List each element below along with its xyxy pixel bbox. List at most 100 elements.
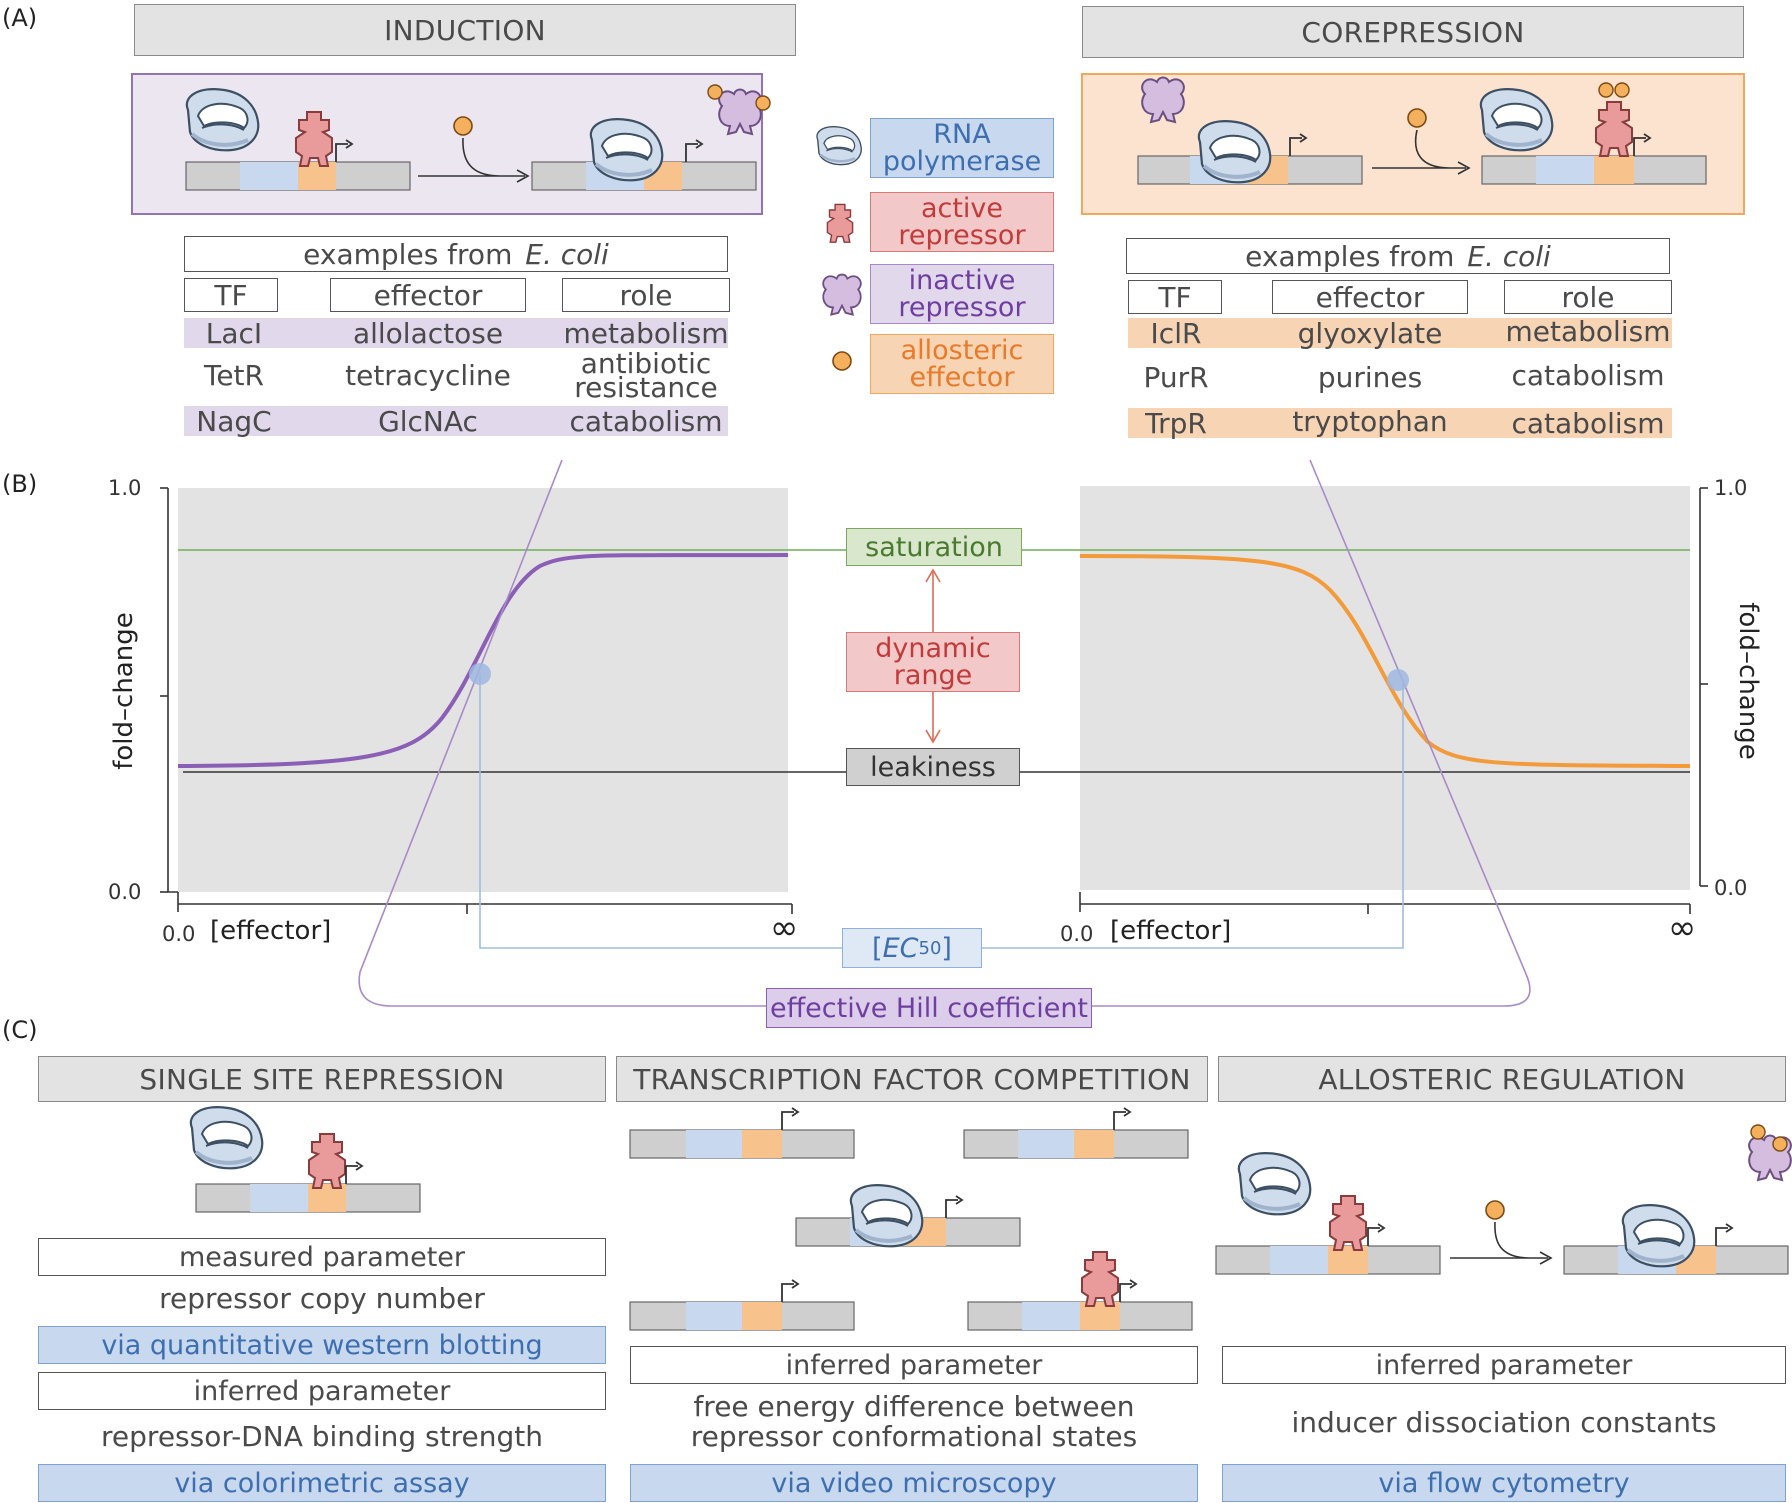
right-ytick-bottom: 0.0 bbox=[1714, 876, 1748, 900]
table-cell: TetR bbox=[203, 358, 264, 392]
saturation-label: saturation bbox=[846, 528, 1022, 566]
single-site-dna bbox=[195, 1183, 421, 1213]
effector-ball-icon bbox=[453, 116, 473, 136]
table-cell: catabolism bbox=[1511, 358, 1665, 392]
induction-row-band bbox=[184, 406, 728, 436]
left-axis bbox=[160, 487, 793, 914]
leakiness-label: leakiness bbox=[846, 748, 1020, 786]
hill-coefficient-label: effective Hill coefficient bbox=[766, 988, 1092, 1028]
induction-col-role: role bbox=[562, 278, 730, 312]
active-repressor-icon bbox=[1595, 101, 1633, 157]
table-cell: glyoxylate bbox=[1297, 316, 1443, 350]
table-cell: tryptophan bbox=[1292, 404, 1448, 438]
competition-dna-4 bbox=[629, 1301, 855, 1331]
promoter-arrow-icon bbox=[781, 1279, 799, 1303]
left-ytick-top: 1.0 bbox=[108, 476, 142, 500]
panel-b-label: (B) bbox=[2, 470, 38, 498]
inferred-parameter-method: via video microscopy bbox=[630, 1464, 1198, 1502]
promoter-arrow-icon bbox=[781, 1107, 799, 1131]
legend-effector-icon bbox=[832, 351, 852, 371]
left-x-zero: 0.0 bbox=[162, 922, 196, 946]
table-cell: antibiotic bbox=[580, 346, 712, 380]
allosteric-header: ALLOSTERIC REGULATION bbox=[1218, 1056, 1786, 1102]
inferred-parameter-value: repressor-DNA binding strength bbox=[101, 1420, 543, 1453]
bound-rnap-icon bbox=[1620, 1203, 1697, 1269]
induction-row-band bbox=[184, 318, 728, 348]
corepression-header: COREPRESSION bbox=[1082, 6, 1744, 58]
inferred-parameter-label: inferred parameter bbox=[630, 1346, 1198, 1384]
table-cell: NagC bbox=[196, 404, 272, 438]
competition-dna-5 bbox=[967, 1301, 1193, 1331]
rnap-icon bbox=[1236, 1151, 1313, 1217]
inferred-parameter-method: via colorimetric assay bbox=[38, 1464, 606, 1502]
table-cell: resistance bbox=[574, 370, 718, 404]
corepression-col-tf: TF bbox=[1128, 280, 1222, 314]
corepression-row-band bbox=[1128, 408, 1672, 438]
promoter-arrow-icon bbox=[1119, 1279, 1137, 1303]
induction-dna-left bbox=[185, 161, 411, 191]
single-site-header: SINGLE SITE REPRESSION bbox=[38, 1056, 606, 1102]
induction-examples-title: examples from E. coli bbox=[184, 236, 728, 272]
promoter-arrow-icon bbox=[1367, 1223, 1385, 1247]
right-x-inf: ∞ bbox=[1668, 908, 1697, 948]
table-cell: catabolism bbox=[569, 404, 723, 438]
measured-parameter-label: measured parameter bbox=[38, 1238, 606, 1276]
induction-col-effector: effector bbox=[330, 278, 526, 312]
allosteric-dna-left bbox=[1215, 1245, 1441, 1275]
measured-parameter-method: via quantitative western blotting bbox=[38, 1326, 606, 1364]
corepression-col-role: role bbox=[1504, 280, 1672, 314]
table-cell: tetracycline bbox=[345, 358, 511, 392]
effector-ball-icon bbox=[1485, 1200, 1505, 1220]
promoter-arrow-icon bbox=[345, 1161, 363, 1185]
effector-ball-icon bbox=[1407, 108, 1427, 128]
legend-active-repressor-icon bbox=[826, 203, 854, 243]
active-repressor-icon bbox=[1329, 1195, 1367, 1251]
promoter-arrow-icon bbox=[945, 1195, 963, 1219]
table-cell: PurR bbox=[1143, 360, 1209, 394]
left-ylabel: fold–change bbox=[109, 612, 139, 770]
corepression-col-effector: effector bbox=[1272, 280, 1468, 314]
legend-inactive-repressor-icon bbox=[822, 273, 862, 316]
left-ytick-bottom: 0.0 bbox=[108, 880, 142, 904]
right-axis bbox=[1079, 487, 1708, 914]
induction-col-tf: TF bbox=[184, 278, 278, 312]
panel-a-label: (A) bbox=[2, 4, 38, 32]
corepression-dna-right bbox=[1481, 155, 1707, 185]
promoter-arrow-icon bbox=[1113, 1107, 1131, 1131]
measured-parameter-value: repressor copy number bbox=[159, 1282, 485, 1315]
inferred-parameter-value: free energy difference between bbox=[693, 1390, 1135, 1423]
inferred-parameter-label: inferred parameter bbox=[1222, 1346, 1786, 1384]
table-cell: allolactose bbox=[352, 316, 504, 350]
induction-curve bbox=[177, 553, 789, 768]
inferred-parameter-value: inducer dissociation constants bbox=[1291, 1406, 1717, 1439]
table-cell: metabolism bbox=[1505, 314, 1671, 348]
table-cell: GlcNAc bbox=[378, 404, 478, 438]
right-ylabel: fold–change bbox=[1733, 602, 1763, 760]
reaction-arrow bbox=[1372, 129, 1466, 169]
competition-dna-1 bbox=[629, 1129, 855, 1159]
corepression-curve bbox=[1079, 554, 1691, 768]
left-x-inf: ∞ bbox=[770, 908, 799, 948]
right-xlabel: [effector] bbox=[1110, 916, 1232, 946]
table-cell: metabolism bbox=[563, 316, 729, 350]
inferred-parameter-value: repressor conformational states bbox=[690, 1420, 1138, 1453]
ec50-point-right bbox=[1387, 669, 1409, 691]
active-repressor-icon bbox=[295, 111, 333, 167]
table-cell: catabolism bbox=[1511, 406, 1665, 440]
left-xlabel: [effector] bbox=[210, 916, 332, 946]
bound-rnap-icon bbox=[848, 1183, 925, 1249]
inferred-parameter-label: inferred parameter bbox=[38, 1372, 606, 1410]
corepression-row-band bbox=[1128, 318, 1672, 348]
active-repressor-icon bbox=[308, 1133, 346, 1189]
reaction-arrow bbox=[418, 137, 525, 177]
corepression-plot-bg bbox=[1080, 486, 1690, 890]
reaction-arrow bbox=[1450, 1221, 1548, 1259]
promoter-arrow-icon bbox=[1715, 1223, 1733, 1247]
inferred-parameter-method: via flow cytometry bbox=[1222, 1464, 1786, 1502]
corepression-examples-title: examples from E. coli bbox=[1126, 238, 1670, 274]
right-ytick-top: 1.0 bbox=[1714, 476, 1748, 500]
rnap-icon bbox=[188, 1105, 265, 1171]
